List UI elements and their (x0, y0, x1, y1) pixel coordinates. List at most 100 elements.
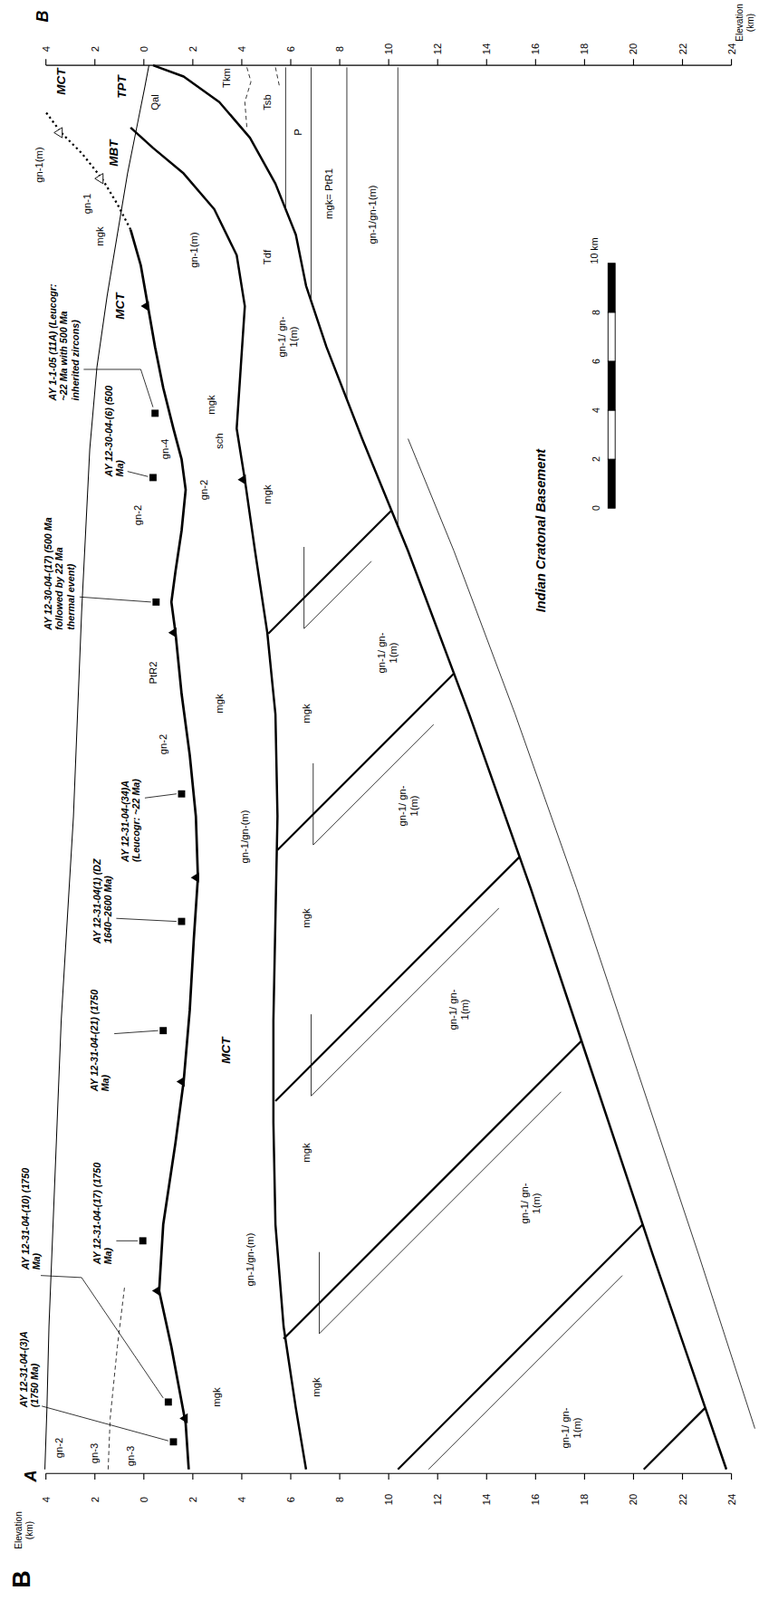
unit-label: gn-3 (124, 1446, 137, 1468)
strata-line (275, 67, 280, 87)
axis-ticks (46, 58, 732, 66)
strata-line (345, 67, 347, 399)
strata-line (310, 67, 312, 301)
axis-number: 2 (186, 1497, 199, 1503)
axis-number: 4 (39, 46, 52, 52)
axis-number: 2 (88, 1497, 101, 1503)
axis-number: 18 (578, 43, 591, 56)
unit-label: PtR2 (146, 662, 159, 685)
ramp-fault (275, 857, 519, 1102)
leader-line (144, 794, 177, 799)
thrust-tooth (152, 1286, 161, 1297)
axis-number: 14 (480, 1493, 493, 1506)
axis-number: 22 (676, 43, 689, 56)
unit-label: gn-1(m) (32, 147, 45, 183)
scale-segment (607, 312, 615, 362)
ramp-fault (268, 509, 392, 634)
thrust-fault (130, 127, 307, 1470)
axis-number: 4 (39, 1497, 52, 1503)
leader-line (115, 918, 176, 922)
thrust-tooth (237, 474, 246, 485)
unit-label: mgk (299, 704, 312, 724)
unit-label: Qal (149, 94, 162, 111)
fault-label: MCT (219, 1037, 234, 1065)
axis-ticks (46, 1473, 732, 1480)
unit-label: gn-1/ gn-1(m) (276, 315, 300, 358)
unit-label: mgk (213, 694, 226, 714)
sample-label: AY 12-31-04(1) (DZ 1640–2600 Ma) (90, 831, 114, 944)
leader-line (114, 1030, 158, 1034)
axis-number: 20 (627, 1493, 640, 1506)
unit-label: sch (213, 432, 226, 450)
sample-square (149, 473, 157, 481)
axis-number: 2 (88, 46, 101, 52)
scale-label: 6 (590, 358, 602, 365)
scale-label: 4 (590, 407, 602, 414)
scale-segment (607, 361, 615, 411)
unit-label: gn-1/ gn-1(m) (375, 631, 400, 674)
axis-number: 16 (529, 43, 542, 56)
ramp-fault (643, 1408, 706, 1470)
axis-number: 10 (383, 1493, 395, 1506)
unit-label: gn-3 (87, 1443, 100, 1465)
sample-label: AY 12-31-04-(3)A (1750 Ma) (17, 1306, 40, 1409)
region-label: Indian Cratonal Basement (533, 448, 549, 612)
scale-label: 8 (590, 309, 602, 316)
contact-line (313, 724, 434, 846)
contact-line (107, 1287, 125, 1470)
contact-line (304, 547, 372, 629)
axis-title: Elevation (km) (735, 0, 757, 46)
axis-number: 4 (235, 46, 248, 52)
axis-number: 10 (383, 43, 395, 56)
scale-bar (607, 263, 615, 509)
strata-line (285, 67, 287, 210)
axis-number: 6 (285, 46, 298, 52)
unit-label: mgk (205, 395, 218, 415)
sample-label: AY 12-30-04-(6) (500 Ma) (103, 380, 126, 478)
fault-label: TPT (115, 75, 130, 99)
scale-segment (607, 459, 615, 509)
section-lines (40, 58, 755, 1480)
axis-number: 24 (725, 1493, 738, 1506)
axis-number: 12 (432, 1493, 444, 1506)
scale-label: 10 km (587, 238, 599, 265)
strata-line (244, 67, 251, 127)
thrust-teeth (140, 300, 246, 1424)
thrust-tooth (179, 1413, 188, 1424)
axis-number: 4 (235, 1497, 248, 1503)
projected-thrust (46, 112, 131, 231)
thrust-tooth (140, 300, 149, 311)
sample-square (178, 918, 186, 926)
leader-line (79, 596, 152, 603)
contact-line (428, 1276, 623, 1470)
contact-line (319, 1092, 562, 1335)
axis-number: 14 (480, 43, 493, 56)
contact-line (311, 908, 500, 1096)
unit-label: mgk (310, 1377, 323, 1397)
axis-number: 16 (529, 1493, 542, 1506)
axis-number: 6 (285, 1497, 298, 1503)
sample-square (164, 1398, 173, 1406)
axis-number: 2 (186, 46, 199, 52)
open-teeth (54, 127, 104, 184)
unit-label: mgk= PtR1 (322, 168, 335, 220)
scale-segment (607, 410, 615, 460)
axis-number: 24 (725, 43, 738, 56)
thrust-tooth (191, 873, 200, 884)
unit-label: gn-2 (132, 505, 145, 527)
unit-label: gn-2 (157, 734, 170, 756)
unit-label: gn-1 (80, 193, 93, 215)
sample-square (139, 1237, 147, 1245)
unit-label: gn-1/ gn-1(m) (396, 784, 421, 827)
unit-label: gn-1(m) (188, 231, 201, 268)
panel-label: B (8, 1570, 37, 1589)
leader-line (41, 1406, 169, 1442)
unit-label: mgk (210, 1387, 222, 1407)
axis-number: 12 (432, 43, 444, 56)
unit-label: Tsb (261, 94, 274, 111)
sample-markers (139, 409, 186, 1446)
sample-label: AY 12-31-04-(34)A (Leucogr: ~22 Ma) (119, 749, 143, 863)
unit-label: gn-1/gn-(m) (239, 809, 251, 864)
sample-label: AY 12-31-04-(10) (1750 Ma) (19, 1168, 42, 1271)
